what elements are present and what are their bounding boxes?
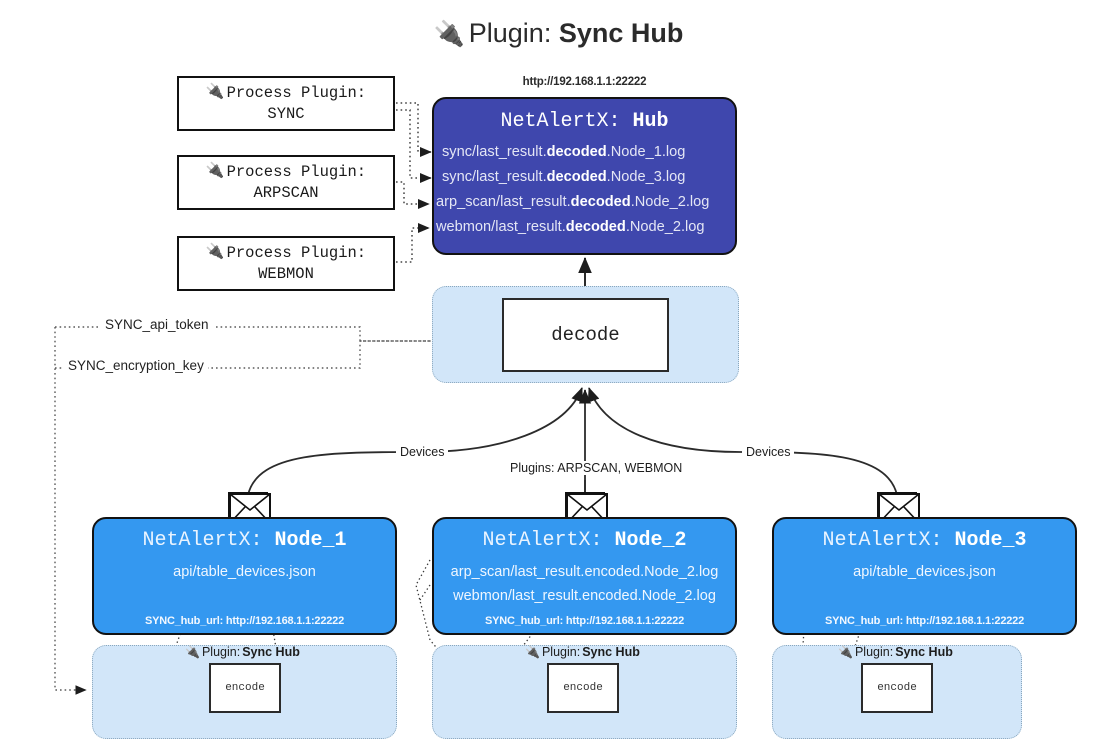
- node-log-line: webmon/last_result.encoded.Node_2.log: [453, 588, 716, 604]
- encode-plugin-prefix: Plugin:: [854, 645, 894, 659]
- node-title-prefix: NetAlertX:: [482, 529, 615, 552]
- encode-plugin-name: Sync Hub: [582, 645, 640, 659]
- encode-plugin-prefix: Plugin:: [201, 645, 241, 659]
- node-log-list: api/table_devices.json: [94, 560, 395, 584]
- edge-label-devices-left: Devices: [396, 445, 449, 459]
- plug-icon: 🔌: [838, 645, 853, 659]
- node-log-line: arp_scan/last_result.encoded.Node_2.log: [450, 564, 719, 580]
- hub-log-list: sync/last_result.decoded.Node_1.log sync…: [434, 140, 735, 240]
- node-title: NetAlertX: Node_2: [434, 529, 735, 552]
- node-hub-url: SYNC_hub_url: http://192.168.1.1:22222: [484, 615, 685, 627]
- log-post: .Node_2.log: [625, 219, 705, 235]
- edge-label-plugins: Plugins: ARPSCAN, WEBMON: [506, 461, 687, 475]
- page-title: 🔌Plugin: Sync Hub: [0, 18, 1117, 49]
- log-pre: webmon/last_result.: [436, 219, 566, 235]
- hub-log-line: arp_scan/last_result.decoded.Node_2.log: [434, 190, 735, 215]
- process-plugin-prefix: Process Plugin:: [226, 243, 367, 262]
- process-plugin-card[interactable]: 🔌 Process Plugin: ARPSCAN: [177, 155, 395, 210]
- process-plugin-name: WEBMON: [258, 264, 314, 283]
- node-title-name: Node_3: [954, 529, 1027, 552]
- plug-icon: 🔌: [525, 645, 540, 659]
- hub-title-name: Hub: [632, 110, 669, 133]
- page-title-name: Sync Hub: [558, 18, 684, 48]
- encode-plugin-prefix: Plugin:: [541, 645, 581, 659]
- encode-plugin-name: Sync Hub: [242, 645, 300, 659]
- plug-icon: 🔌: [185, 645, 200, 659]
- node-card[interactable]: NetAlertX: Node_2 arp_scan/last_result.e…: [432, 517, 737, 635]
- plug-icon: 🔌: [205, 83, 225, 101]
- node-title: NetAlertX: Node_1: [94, 529, 395, 552]
- log-bold: decoded: [546, 144, 607, 160]
- plug-icon: 🔌: [433, 20, 465, 48]
- decode-box[interactable]: decode: [502, 298, 669, 372]
- log-post: .Node_2.log: [630, 194, 710, 210]
- encode-plugin-label: 🔌Plugin: Sync Hub: [525, 645, 640, 659]
- log-post: .Node_3.log: [606, 169, 686, 185]
- log-bold: decoded: [570, 194, 631, 210]
- encode-box[interactable]: encode: [547, 663, 619, 713]
- sync-encryption-key-label: SYNC_encryption_key: [64, 358, 208, 373]
- hub-url-label: http://192.168.1.1:22222: [522, 76, 647, 88]
- log-pre: arp_scan/last_result.: [436, 194, 571, 210]
- node-title-name: Node_2: [614, 529, 687, 552]
- node-card[interactable]: NetAlertX: Node_1 api/table_devices.json…: [92, 517, 397, 635]
- hub-log-line: webmon/last_result.decoded.Node_2.log: [434, 215, 735, 240]
- node-card[interactable]: NetAlertX: Node_3 api/table_devices.json…: [772, 517, 1077, 635]
- process-plugin-prefix: Process Plugin:: [226, 162, 367, 181]
- node-title: NetAlertX: Node_3: [774, 529, 1075, 552]
- envelope-icon: [877, 492, 920, 524]
- hub-node[interactable]: NetAlertX: Hub sync/last_result.decoded.…: [432, 97, 737, 255]
- page-title-prefix: Plugin:: [468, 18, 559, 48]
- node-title-name: Node_1: [274, 529, 347, 552]
- node-log-line: api/table_devices.json: [853, 564, 996, 580]
- log-pre: sync/last_result.: [442, 144, 547, 160]
- encode-plugin-label: 🔌Plugin: Sync Hub: [838, 645, 953, 659]
- encode-plugin-label: 🔌Plugin: Sync Hub: [185, 645, 300, 659]
- process-plugin-card[interactable]: 🔌 Process Plugin: WEBMON: [177, 236, 395, 291]
- node-title-prefix: NetAlertX:: [142, 529, 275, 552]
- sync-api-token-label: SYNC_api_token: [101, 317, 213, 332]
- process-plugin-name: ARPSCAN: [253, 183, 319, 202]
- hub-log-line: sync/last_result.decoded.Node_1.log: [434, 140, 735, 165]
- plug-icon: 🔌: [205, 243, 225, 261]
- node-log-line: api/table_devices.json: [173, 564, 316, 580]
- process-plugin-name: SYNC: [267, 104, 305, 123]
- encode-box[interactable]: encode: [209, 663, 281, 713]
- envelope-icon: [565, 492, 608, 524]
- node-title-prefix: NetAlertX:: [822, 529, 955, 552]
- node-hub-url: SYNC_hub_url: http://192.168.1.1:22222: [824, 615, 1025, 627]
- hub-title-prefix: NetAlertX:: [500, 110, 633, 133]
- envelope-icon: [228, 492, 271, 524]
- log-bold: decoded: [546, 169, 607, 185]
- hub-title: NetAlertX: Hub: [434, 110, 735, 133]
- log-post: .Node_1.log: [606, 144, 686, 160]
- node-log-list: arp_scan/last_result.encoded.Node_2.log …: [434, 560, 735, 608]
- process-plugin-card[interactable]: 🔌 Process Plugin: SYNC: [177, 76, 395, 131]
- log-pre: sync/last_result.: [442, 169, 547, 185]
- hub-log-line: sync/last_result.decoded.Node_3.log: [434, 165, 735, 190]
- encode-plugin-name: Sync Hub: [895, 645, 953, 659]
- process-plugin-prefix: Process Plugin:: [226, 83, 367, 102]
- node-hub-url: SYNC_hub_url: http://192.168.1.1:22222: [144, 615, 345, 627]
- edge-label-devices-right: Devices: [742, 445, 795, 459]
- plug-icon: 🔌: [205, 162, 225, 180]
- encode-box[interactable]: encode: [861, 663, 933, 713]
- log-bold: decoded: [565, 219, 626, 235]
- node-log-list: api/table_devices.json: [774, 560, 1075, 584]
